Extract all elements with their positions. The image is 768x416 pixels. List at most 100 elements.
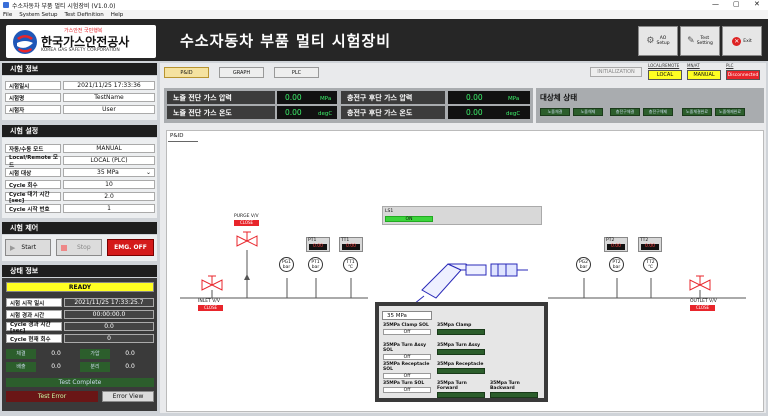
- nozzle-icon: [413, 263, 487, 305]
- tab-pid[interactable]: P&ID: [164, 67, 209, 78]
- led-nozzle-lock-complete: 노즐체결완료: [682, 108, 712, 116]
- kgs-logo-icon: [13, 30, 37, 54]
- mn-at-label: MN/AT: [687, 63, 700, 68]
- test-control-panel: ▶ Start Stop EMG. OFF: [2, 235, 157, 261]
- receptacle-rear-temp-unit: degC: [506, 111, 521, 117]
- plc-status-indicator: Disconnected: [726, 70, 760, 80]
- receptacle-rear-pressure-value: 0.00: [448, 91, 530, 104]
- turn-sol-toggle[interactable]: Off: [383, 387, 431, 393]
- test-datetime: 2021/11/25 17:33:36: [63, 81, 155, 90]
- test-info-heading: 시험 정보: [2, 63, 157, 75]
- outlet-valve-state[interactable]: CLOSE: [690, 305, 715, 311]
- minimize-button[interactable]: —: [712, 0, 719, 8]
- ao-setup-button[interactable]: ⚙ AO Setup: [638, 26, 678, 56]
- test-settings-heading: 시험 설정: [2, 125, 157, 137]
- receptacle-status-led: [437, 368, 485, 374]
- arrow-up-icon: [244, 274, 250, 280]
- tab-plc[interactable]: PLC: [274, 67, 319, 78]
- start-button[interactable]: ▶ Start: [5, 239, 51, 256]
- tt1-gauge: TT1℃: [343, 257, 358, 272]
- exit-label: Exit: [743, 38, 752, 44]
- emergency-off-button[interactable]: EMG. OFF: [107, 239, 154, 256]
- led-nozzle-unlock-complete: 노즐해제완료: [715, 108, 745, 116]
- cycle-wait-input[interactable]: 2.0: [63, 192, 155, 201]
- purge-valve-icon: [236, 231, 258, 247]
- cycle-count-input[interactable]: 10: [63, 180, 155, 189]
- target-status-panel: [536, 88, 764, 123]
- test-name: TestName: [63, 93, 155, 102]
- chevron-down-icon: ⌄: [145, 169, 151, 176]
- nozzle-front-temp-label: 노즐 전단 가스 온도: [167, 106, 275, 119]
- ls1-state: ON: [385, 216, 433, 222]
- test-setting-button[interactable]: ✎ Test Setting: [680, 26, 720, 56]
- receptacle-status: 35Mpa Receptacle: [437, 362, 485, 374]
- auto-manual-mode-button[interactable]: MANUAL: [63, 144, 155, 153]
- receptacle-sol-toggle[interactable]: Off: [383, 373, 431, 379]
- purge-valve-label: PURGE V/V: [234, 214, 259, 219]
- cycle-start-input[interactable]: 1: [63, 204, 155, 213]
- menu-bar: File System Setup Test Definition Help: [0, 10, 768, 19]
- menu-test-definition[interactable]: Test Definition: [64, 11, 104, 18]
- company-logo: 가스안전 국민행복 한국가스안전공사 KOREA GAS SAFETY CORP…: [6, 25, 156, 58]
- mn-at-indicator: MANUAL: [687, 70, 721, 80]
- menu-help[interactable]: Help: [110, 11, 124, 18]
- receptacle-rear-temp-value: 0.00: [448, 106, 530, 119]
- test-control-heading: 시험 제어: [2, 222, 157, 234]
- test-target-select[interactable]: 35 MPa⌄: [63, 168, 155, 177]
- purge-valve-state[interactable]: CLOSE: [234, 220, 259, 226]
- logo-name: 한국가스안전공사: [41, 35, 130, 49]
- ao-setup-icon: ⚙: [646, 35, 655, 46]
- pid-piping-diagram: [180, 231, 746, 305]
- turn-assy-status-led: [437, 349, 485, 355]
- clamp-sol-toggle[interactable]: Off: [383, 329, 431, 335]
- status-row: Cycle 경과 시간 [sec]0.0: [6, 322, 154, 334]
- error-view-button[interactable]: Error View: [102, 391, 154, 402]
- maximize-button[interactable]: ▢: [733, 0, 740, 8]
- initialization-button[interactable]: INITIALIZATION: [590, 67, 642, 77]
- stop-button[interactable]: Stop: [56, 239, 102, 256]
- nozzle-front-pressure-value: 0.00: [277, 91, 337, 104]
- clamp-status-led: [437, 329, 485, 335]
- inlet-valve-label: INLET V/V: [198, 299, 220, 304]
- ls1-panel: LS1 ON: [382, 206, 542, 225]
- local-remote-mode-button[interactable]: LOCAL (PLC): [63, 156, 155, 165]
- menu-system-setup[interactable]: System Setup: [19, 11, 58, 18]
- logo-slogan: 가스안전 국민행복: [64, 28, 103, 34]
- inlet-valve-state[interactable]: CLOSE: [198, 305, 223, 311]
- close-button[interactable]: ✕: [754, 0, 760, 8]
- tab-graph[interactable]: GRAPH: [219, 67, 264, 78]
- app-title: 수소자동차 부품 멀티 시험장비: [180, 32, 392, 50]
- menu-file[interactable]: File: [3, 11, 13, 18]
- turn-assy-sol-toggle[interactable]: Off: [383, 354, 431, 360]
- turn-forward-led: [437, 392, 485, 398]
- turn-backward-led: [490, 392, 538, 398]
- cycle-elapsed-time: 0.0: [64, 322, 154, 331]
- test-setting-icon: ✎: [687, 35, 695, 46]
- sol-mpa-display: 35 MPa: [382, 311, 432, 320]
- led-receptacle-lock: 충전구체결: [610, 108, 640, 116]
- ls1-label: LS1: [385, 209, 394, 214]
- receptacle-icon: [490, 263, 528, 277]
- test-error-indicator: Test Error: [6, 391, 98, 402]
- plc-label: PLC: [726, 63, 734, 68]
- test-start-datetime: 2021/11/25 17:33:25.7: [64, 298, 154, 307]
- exit-button[interactable]: ✕ Exit: [722, 26, 762, 56]
